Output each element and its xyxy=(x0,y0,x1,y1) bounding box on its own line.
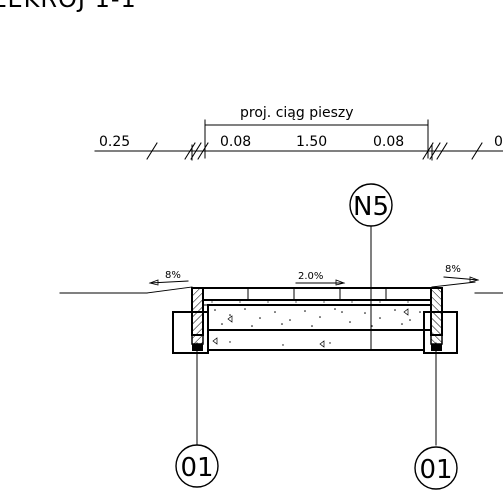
slope-right-label: 8% xyxy=(445,264,461,275)
section-title: ZEKRÓJ 1-1 xyxy=(0,0,137,13)
dimension-value-5: 0 xyxy=(494,134,503,150)
slope-right-arrow xyxy=(469,276,480,283)
slope-left-arrow xyxy=(148,279,159,286)
paving-layer xyxy=(202,287,432,301)
dimension-value-4: 0.08 xyxy=(373,134,404,150)
dimension-value-1: 0.25 xyxy=(99,134,130,150)
aggregate-dots xyxy=(211,301,421,346)
dimension-header: proj. ciąg pieszy xyxy=(240,105,354,121)
dimension-ticks xyxy=(146,142,483,161)
curb-left xyxy=(172,287,209,354)
subbase-layer xyxy=(207,329,425,351)
ground-slope-right xyxy=(431,281,476,288)
aggregate-triangles xyxy=(212,308,409,348)
slope-right-underline xyxy=(443,276,479,281)
curb-right-tag-label: 01 xyxy=(419,455,452,485)
curb-right-tag-circle xyxy=(414,446,458,490)
curb-right xyxy=(423,287,458,354)
curb-left-tag-label: 01 xyxy=(180,453,213,483)
dimension-value-2: 0.08 xyxy=(220,134,251,150)
curb-left-tag-circle xyxy=(175,444,219,488)
slope-left-label: 8% xyxy=(165,270,181,281)
slope-left-underline xyxy=(149,280,189,284)
slope-center-arrow xyxy=(335,279,346,286)
ground-slope-left xyxy=(146,286,193,294)
dimension-value-3: 1.50 xyxy=(296,134,327,150)
layer-tag-label: N5 xyxy=(353,192,389,222)
slope-center-label: 2.0% xyxy=(298,271,323,282)
